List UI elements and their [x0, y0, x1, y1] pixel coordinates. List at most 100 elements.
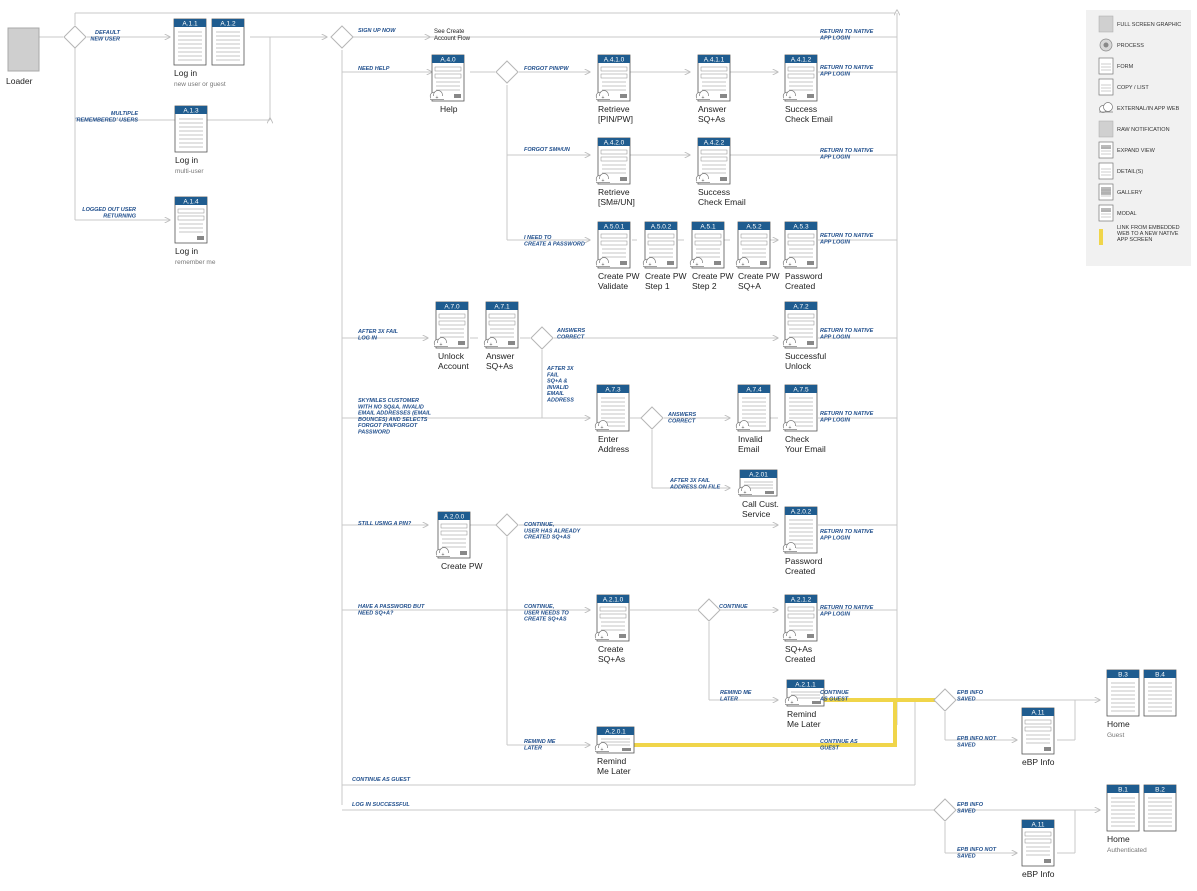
external-cloud-icon: + [789, 262, 792, 268]
legend-item-expand-view: EXPAND VIEW [1098, 141, 1156, 159]
external-cloud-icon: + [602, 262, 605, 268]
loader-screen[interactable]: Loader [6, 27, 40, 86]
external-cloud-icon: + [602, 178, 605, 184]
external-cloud-icon: + [702, 178, 705, 184]
screen-label: Call Cust.Service [742, 499, 779, 519]
screen-tag: A.2.0.2 [791, 508, 812, 515]
external-cloud-icon: + [436, 95, 439, 101]
link-embedded-web-icon [1099, 229, 1103, 245]
legend-panel [1086, 10, 1191, 266]
external-cloud-icon: + [696, 262, 699, 268]
screen-tag: A.5.0.2 [651, 223, 672, 230]
screen-a-4-2-0[interactable]: A.4.2.0+Retrieve[SM#/UN] [595, 137, 635, 207]
legend-label: PROCESS [1117, 43, 1144, 49]
screen-sublabel: multi-user [175, 168, 204, 175]
legend-item-form: FORM [1098, 57, 1134, 75]
screen-b-2[interactable]: B.2 [1143, 784, 1177, 832]
screen-a-2-01[interactable]: A.2.01+Call Cust.Service [737, 469, 779, 519]
screen-label: Log in [174, 68, 197, 78]
external-cloud-icon: + [442, 552, 445, 558]
raw-notification-icon [1098, 120, 1114, 138]
decision-diamond-2 [495, 60, 519, 84]
external-cloud-icon: + [789, 635, 792, 641]
edge-label-e-forgotpin: FORGOT PIN/PW [524, 66, 569, 72]
decision-diamond-8 [933, 798, 957, 822]
legend-item-copy-list: COPY / LIST [1098, 78, 1149, 96]
screen-a-1-2[interactable]: A.1.2 [211, 18, 245, 66]
screen-a-4-1-0[interactable]: A.4.1.0+Retrieve[PIN/PW] [595, 54, 633, 124]
copy-list-icon [1098, 78, 1114, 96]
external-cloud-icon: + [742, 425, 745, 431]
external-cloud-icon: + [789, 95, 792, 101]
external-cloud-icon: + [789, 342, 792, 348]
screen-label: eBP Info [1022, 757, 1055, 767]
screen-a-4-0[interactable]: A.4.0+Help [429, 54, 465, 114]
edge-label-e-login-ok: LOG IN SUCCESSFUL [352, 802, 410, 808]
screen-sublabel: remember me [175, 259, 216, 266]
screen-tag: B.4 [1155, 671, 1165, 678]
details-icon [1098, 162, 1114, 180]
legend-item-external-in-app-web: EXTERNAL/IN APP WEB [1099, 102, 1180, 113]
external-cloud-icon: + [649, 262, 652, 268]
external-cloud-icon: + [789, 425, 792, 431]
legend-item-raw-notification: RAW NOTIFICATION [1098, 120, 1170, 138]
decision-nodes [63, 25, 957, 822]
connector-lines [39, 10, 1100, 853]
screen-tag: B.1 [1118, 786, 1128, 793]
external-cloud-icon: + [601, 425, 604, 431]
screen-label: Log in [175, 155, 198, 165]
screen-sublabel: Authenticated [1107, 847, 1147, 854]
legend-label: FORM [1117, 64, 1134, 70]
expand-view-icon [1098, 141, 1114, 159]
screen-tag: A.1.2 [220, 20, 236, 27]
external-cloud-icon: + [602, 95, 605, 101]
screen-label: Retrieve[SM#/UN] [598, 187, 635, 207]
screen-label: Home [1107, 834, 1130, 844]
screen-a-2-0-0[interactable]: A.2.0.0+Create PW [435, 511, 483, 571]
screen-b-4[interactable]: B.4 [1143, 669, 1177, 717]
